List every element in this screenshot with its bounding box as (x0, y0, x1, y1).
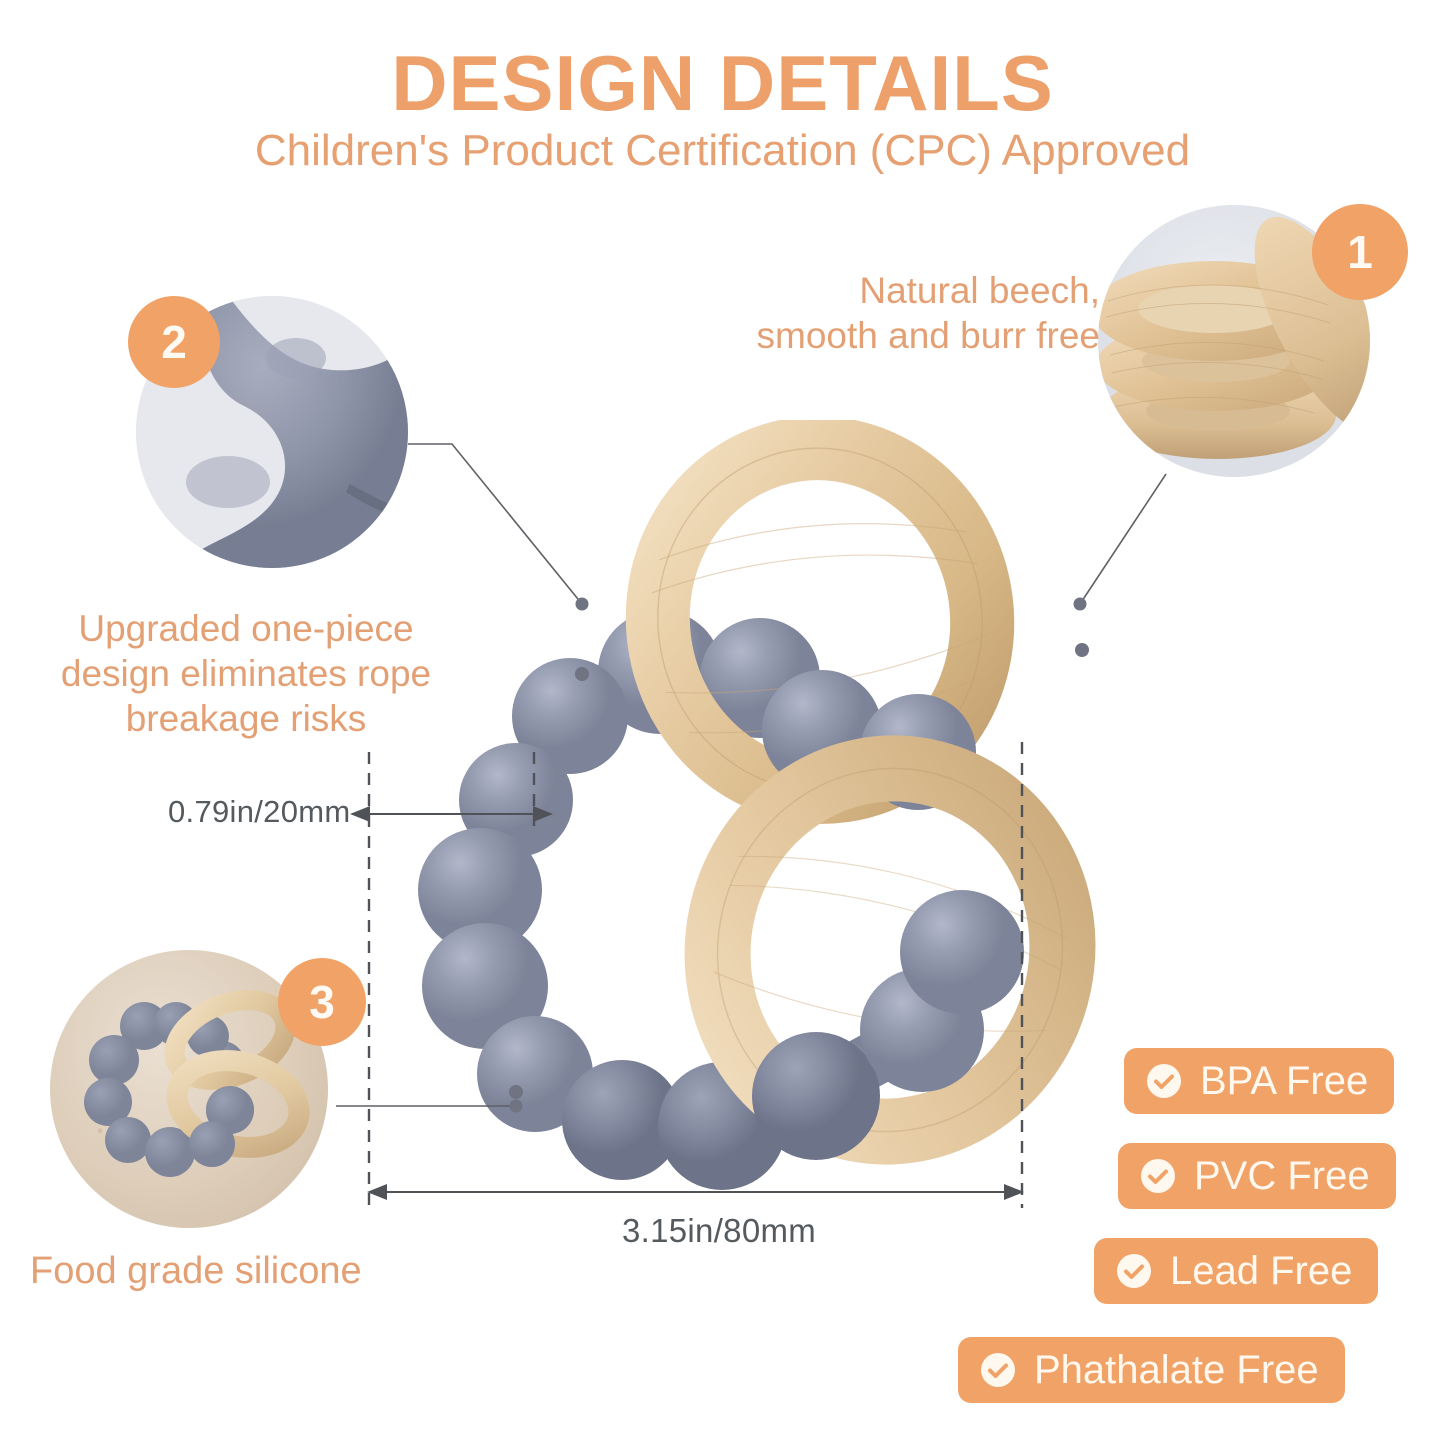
feature-badge-phathalate-free: Phathalate Free (958, 1337, 1345, 1403)
callout-badge-1-number: 1 (1347, 226, 1373, 278)
page-title: DESIGN DETAILS (391, 39, 1054, 127)
detail-circle-natural-beech (1098, 205, 1370, 477)
feature-badge-label: Lead Free (1170, 1248, 1353, 1293)
callout-text-food-grade-silicone: Food grade silicone (30, 1250, 362, 1292)
callout-badge-3-number: 3 (309, 976, 335, 1028)
feature-badge-label: BPA Free (1200, 1058, 1369, 1103)
feature-badge-bpa-free: BPA Free (1124, 1048, 1395, 1114)
callout-text-one-piece-design: Upgraded one-piece design eliminates rop… (60, 608, 432, 740)
feature-badge-pvc-free: PVC Free (1118, 1143, 1396, 1209)
check-circle-icon (1141, 1159, 1175, 1193)
feature-badge-label: PVC Free (1194, 1153, 1370, 1198)
callout-badge-1: 1 (1312, 204, 1408, 300)
check-circle-icon (1117, 1254, 1151, 1288)
callout-badge-3: 3 (278, 958, 366, 1046)
check-circle-icon (981, 1353, 1015, 1387)
callout-badge-2-number: 2 (161, 316, 187, 368)
beech-rings-illustration (1098, 205, 1370, 477)
dimension-label-bead-diameter: 0.79in/20mm (168, 794, 351, 829)
feature-badge-lead-free: Lead Free (1094, 1238, 1379, 1304)
dimension-label-overall-width: 3.15in/80mm (622, 1212, 817, 1249)
callout-text-natural-beech: Natural beech, smooth and burr free (756, 270, 1100, 357)
page-subtitle: Children's Product Certification (CPC) A… (254, 126, 1191, 175)
feature-badge-label: Phathalate Free (1034, 1347, 1319, 1392)
callout-badge-2: 2 (128, 296, 220, 388)
product-illustration (418, 420, 1096, 1190)
check-circle-icon (1147, 1064, 1181, 1098)
